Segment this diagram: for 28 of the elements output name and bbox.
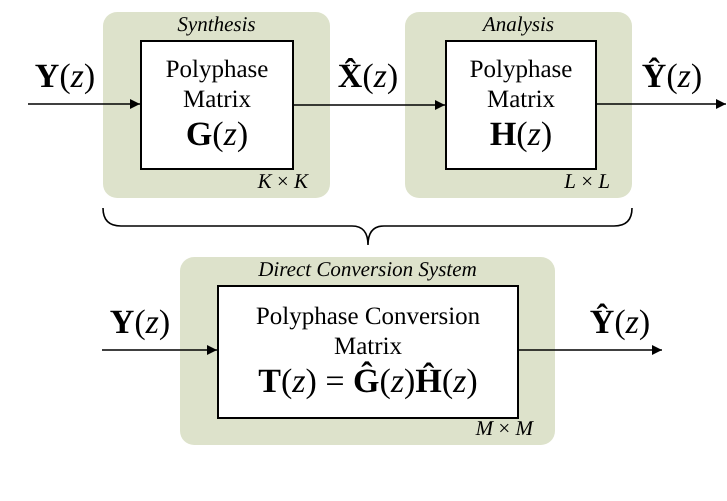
- group-panel: [405, 12, 632, 198]
- group-panel: [103, 12, 330, 198]
- matrix-formula: H(z): [490, 114, 552, 155]
- arrow: [597, 99, 726, 109]
- group-title: Synthesis: [176, 12, 257, 37]
- matrix-size: M × M: [476, 416, 533, 441]
- arrow: [294, 100, 445, 110]
- box-label: Polyphase Conversion Matrix: [254, 302, 482, 361]
- matrix-formula: G(z): [186, 114, 248, 155]
- matrix-formula: T(z) = Ĝ(z)Ĥ(z): [258, 362, 478, 402]
- process-box: [140, 40, 294, 170]
- process-box: [217, 285, 519, 419]
- arrow: [519, 345, 662, 355]
- group-title: Analysis: [480, 12, 556, 37]
- signal-label: Ŷ(z): [640, 60, 704, 94]
- group-title: Direct Conversion System: [257, 257, 478, 282]
- matrix-size: L × L: [564, 169, 610, 194]
- box-label: Polyphase Matrix: [164, 54, 270, 115]
- signal-label: Ŷ(z): [588, 306, 652, 340]
- arrow: [28, 99, 140, 109]
- arrow: [102, 345, 217, 355]
- signal-label: Y(z): [108, 306, 172, 340]
- signal-label: Y(z): [34, 60, 96, 94]
- matrix-size: K × K: [258, 169, 308, 194]
- process-box: [445, 40, 597, 170]
- group-panel: [180, 257, 555, 445]
- signal-label: X̂(z): [336, 60, 400, 94]
- box-label: Polyphase Matrix: [468, 54, 574, 115]
